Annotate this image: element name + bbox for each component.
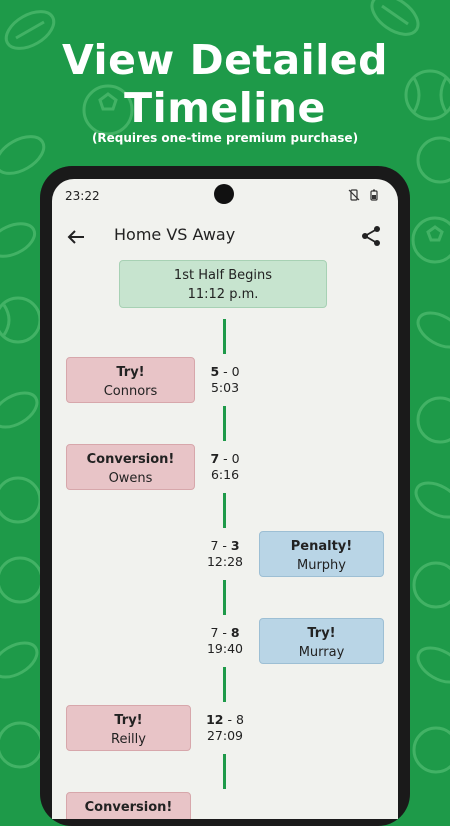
score-block: 12 - 8 27:09 <box>200 712 250 744</box>
baseball-icon <box>404 69 450 121</box>
timeline-event-card[interactable]: Conversion! <box>66 792 191 819</box>
event-clock: 5:03 <box>210 380 240 395</box>
timeline-connector <box>223 754 226 789</box>
promo-subtitle: (Requires one-time premium purchase) <box>91 131 359 145</box>
camera-cutout <box>214 184 234 204</box>
status-icons <box>348 189 378 201</box>
event-clock: 19:40 <box>206 641 244 656</box>
event-type: Try! <box>114 713 143 728</box>
score-block: 7 - 8 19:40 <box>200 625 250 657</box>
baseball-icon <box>416 396 450 444</box>
event-player: Connors <box>103 384 158 399</box>
back-arrow-icon[interactable] <box>64 225 88 249</box>
event-type: Try! <box>116 365 145 380</box>
event-player: Reilly <box>111 732 146 747</box>
baseball-icon <box>0 721 44 769</box>
event-player: Owens <box>108 471 153 486</box>
soccer-ball-icon <box>82 84 134 136</box>
half-start-label: 1st Half Begins <box>173 268 273 283</box>
home-score: 7 <box>210 451 220 466</box>
away-score: 8 <box>235 712 244 727</box>
status-time: 23:22 <box>65 189 100 203</box>
event-type: Conversion! <box>86 452 175 467</box>
half-start-card: 1st Half Begins 11:12 p.m. <box>119 260 327 308</box>
home-score: 5 <box>210 364 220 379</box>
soccer-ball-icon <box>0 476 42 524</box>
half-start-time: 11:12 p.m. <box>187 287 259 302</box>
timeline-event-card[interactable]: Try! Connors <box>66 357 195 403</box>
battery-icon <box>370 189 378 201</box>
event-player: Murphy <box>297 558 346 573</box>
rugby-ball-icon <box>416 311 450 349</box>
share-icon[interactable] <box>360 225 382 247</box>
sports-ball-pattern <box>0 0 450 774</box>
score-block: 5 - 0 5:03 <box>200 364 250 396</box>
score-block: 7 - 0 6:16 <box>200 451 250 483</box>
soccer-ball-icon <box>411 216 450 264</box>
page-title: Home VS Away <box>114 225 236 244</box>
vibrate-off-icon <box>348 189 360 201</box>
promo-title: View Detailed Timeline <box>0 36 450 132</box>
rugby-ball-icon <box>414 481 450 519</box>
timeline-event-card[interactable]: Penalty! Murphy <box>259 531 384 577</box>
event-player: Murray <box>298 645 345 660</box>
baseball-icon <box>0 296 42 344</box>
rugby-ball-icon <box>0 641 39 679</box>
event-type: Conversion! <box>84 800 173 815</box>
away-score: 3 <box>230 538 240 553</box>
rugby-ball-icon <box>416 646 450 684</box>
rugby-ball-icon <box>0 135 46 175</box>
promo-title-line-2: Timeline <box>124 84 326 132</box>
home-score: 7 <box>210 538 219 553</box>
rugby-ball-icon <box>0 391 39 429</box>
away-score: 0 <box>231 451 240 466</box>
home-score: 12 <box>206 712 224 727</box>
timeline-connector <box>223 319 226 354</box>
timeline-connector <box>223 493 226 528</box>
home-score: 7 <box>210 625 219 640</box>
promo-title-line-1: View Detailed <box>62 36 388 84</box>
soccer-ball-icon <box>412 726 450 774</box>
timeline-event-card[interactable]: Try! Reilly <box>66 705 191 751</box>
app-screen: 23:22 Home VS Away 1st Half Begins 11:12… <box>52 179 398 819</box>
timeline-connector <box>223 580 226 615</box>
event-type: Try! <box>307 626 336 641</box>
baseball-icon <box>416 136 450 184</box>
away-score: 0 <box>231 364 240 379</box>
event-clock: 6:16 <box>210 467 240 482</box>
app-bar: Home VS Away <box>52 221 398 265</box>
status-bar: 23:22 <box>52 179 398 211</box>
rugby-ball-icon <box>0 222 37 258</box>
baseball-icon <box>0 556 44 604</box>
timeline-connector <box>223 406 226 441</box>
event-type: Penalty! <box>290 539 353 554</box>
timeline-event-card[interactable]: Try! Murray <box>259 618 384 664</box>
soccer-ball-icon <box>412 561 450 609</box>
rugby-ball-icon <box>4 10 56 50</box>
event-clock: 12:28 <box>206 554 244 569</box>
rugby-ball-icon <box>370 0 420 36</box>
score-block: 7 - 3 12:28 <box>200 538 250 570</box>
timeline-connector <box>223 667 226 702</box>
timeline-event-card[interactable]: Conversion! Owens <box>66 444 195 490</box>
event-clock: 27:09 <box>206 728 244 743</box>
away-score: 8 <box>230 625 240 640</box>
